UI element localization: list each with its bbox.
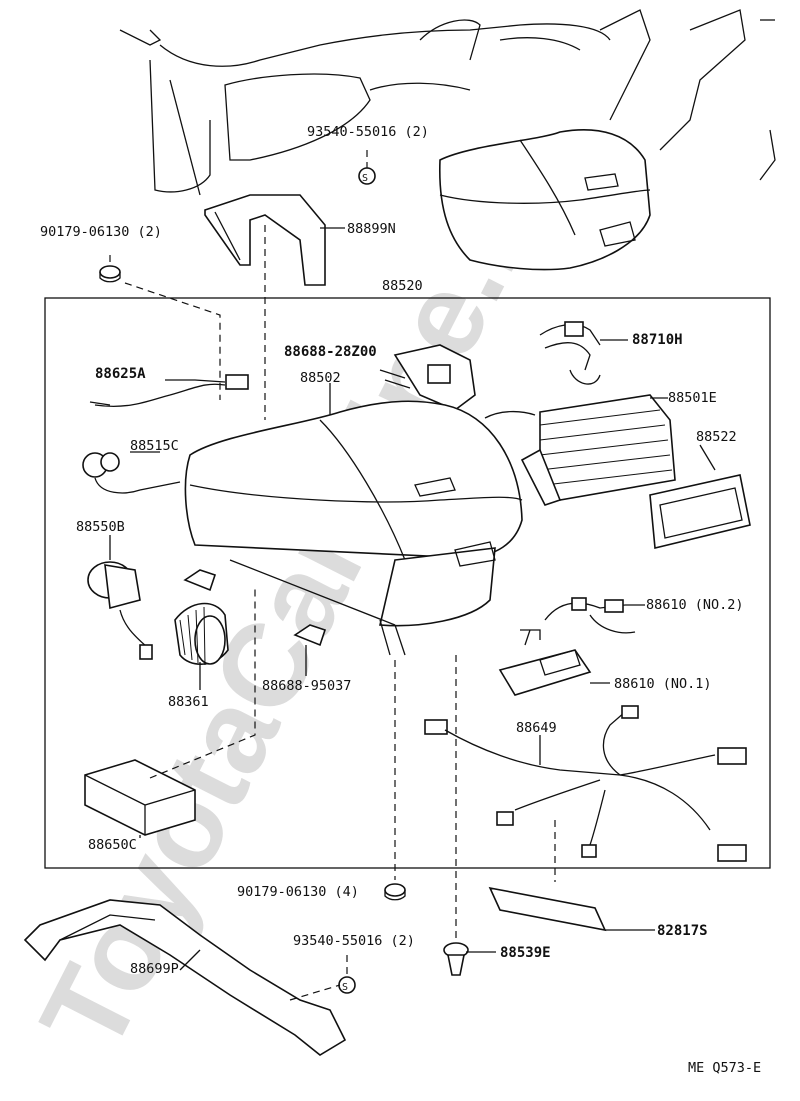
label-90179-top: 90179-06130 (2) — [40, 224, 162, 240]
nut-icon — [99, 265, 121, 283]
fan-88361 — [174, 602, 229, 666]
label-88688-95037: 88688-95037 — [262, 678, 351, 694]
label-90179-bottom: 90179-06130 (4) — [237, 884, 359, 900]
label-88625A: 88625A — [95, 366, 146, 382]
label-88650C: 88650C — [88, 837, 137, 853]
hose-88710H — [539, 321, 601, 385]
blower-motor-88550B — [87, 561, 153, 660]
filter-88522 — [649, 474, 751, 549]
nut-bottom-icon — [384, 883, 406, 901]
label-88522: 88522 — [696, 429, 737, 445]
wire-harness-88649 — [424, 705, 747, 862]
label-88501E: 88501E — [668, 390, 717, 406]
label-88710H: 88710H — [632, 332, 683, 348]
label-93540-top: 93540-55016 (2) — [307, 124, 429, 140]
vehicle-body-outline — [119, 9, 776, 196]
label-88539E: 88539E — [500, 945, 551, 961]
screw-icon: S — [358, 167, 376, 185]
svg-text:S: S — [362, 173, 368, 184]
evaporator-88501E — [484, 394, 676, 506]
part-labels: 93540-55016 (2) 90179-06130 (2) 88899N 8… — [40, 124, 761, 1076]
label-88520: 88520 — [382, 278, 423, 294]
bracket-88899N — [204, 194, 326, 286]
label-88899N: 88899N — [347, 221, 396, 237]
label-88610-no2: 88610 (NO.2) — [646, 597, 744, 613]
label-88550B: 88550B — [76, 519, 125, 535]
label-88699P: 88699P — [130, 961, 179, 977]
bracket-88688-95037 — [183, 569, 406, 656]
label-88361: 88361 — [168, 694, 209, 710]
thermistor-88515C — [82, 452, 181, 494]
diagram-code: ME Q573-E — [688, 1060, 761, 1076]
clip-88539E — [443, 942, 469, 976]
amplifier-88610-no1 — [498, 629, 592, 696]
cooling-unit-assembled-view — [438, 129, 651, 271]
leader-lines — [109, 227, 716, 971]
bracket-88699P — [23, 899, 347, 1056]
module-88650C — [84, 759, 196, 836]
label-88610-no1: 88610 (NO.1) — [614, 676, 712, 692]
label-82817S: 82817S — [657, 923, 708, 939]
sensor-88610-no2 — [544, 597, 636, 634]
screw-bottom-icon: S — [338, 976, 356, 994]
label-88502: 88502 — [300, 370, 341, 386]
label-88515C: 88515C — [130, 438, 179, 454]
pad-82817S — [488, 886, 607, 932]
label-93540-bottom: 93540-55016 (2) — [293, 933, 415, 949]
bracket-88688-28Z00 — [379, 344, 476, 411]
cooling-unit-88502 — [184, 400, 523, 627]
label-88649: 88649 — [516, 720, 557, 736]
sensor-88625A — [89, 374, 249, 407]
svg-text:S: S — [342, 982, 348, 993]
label-88688-28Z00: 88688-28Z00 — [284, 344, 377, 360]
assembly-box — [44, 297, 771, 869]
